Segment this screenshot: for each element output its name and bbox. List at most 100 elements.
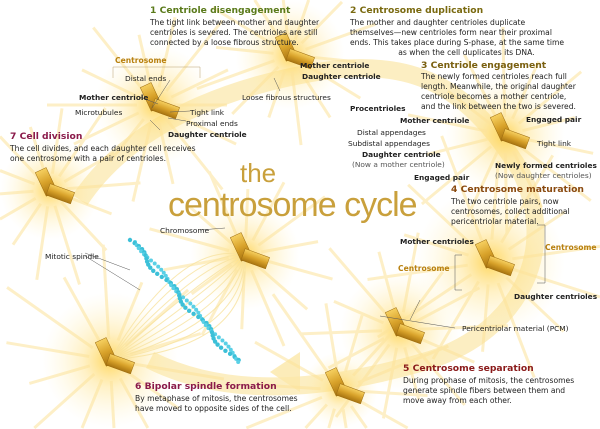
centriole-pair	[34, 167, 75, 205]
microtubule	[118, 377, 150, 429]
microtubule	[512, 244, 600, 261]
step-2-body: The mother and daughter centrioles dupli…	[350, 18, 565, 57]
centriole-pair	[489, 112, 530, 150]
chromosome-bead	[216, 335, 221, 340]
chromosome-bead	[196, 314, 201, 320]
microtubule	[130, 361, 225, 381]
microtubule	[303, 62, 362, 100]
microtubule	[415, 335, 475, 364]
spindle-fiber	[109, 254, 246, 361]
step-4-body: The two centriole pairs, now centrosomes…	[451, 197, 570, 226]
microtubule	[251, 181, 286, 242]
microtubule	[507, 210, 566, 251]
step-5-body: During prophase of mitosis, the centroso…	[403, 376, 575, 405]
microtubule	[262, 383, 321, 391]
microtubule	[500, 154, 555, 244]
microtubule	[401, 232, 420, 313]
microtubule	[188, 205, 234, 246]
step-3-heading: 3 Centriole engagement	[421, 60, 547, 71]
microtubule	[129, 332, 202, 356]
microtubule	[157, 16, 177, 88]
microtubule	[466, 150, 499, 218]
microtubule	[231, 65, 280, 115]
daughter-centriole-icon	[485, 255, 515, 277]
microtubule	[257, 195, 326, 247]
chromosome-bead	[136, 246, 141, 251]
chromosome-bead	[152, 261, 157, 266]
chromosome-bead	[180, 302, 185, 307]
microtubule	[60, 201, 108, 252]
chromosome-bead	[151, 268, 156, 273]
microtubule	[64, 194, 113, 216]
daughter-centriole-icon	[105, 353, 135, 375]
microtubule	[58, 107, 107, 178]
microtubule	[510, 267, 600, 299]
microtubule	[490, 160, 500, 240]
centriole-pair	[229, 232, 270, 270]
diagram-title: centrosome cycle	[168, 186, 418, 224]
microtubule	[50, 108, 64, 174]
microtubule	[344, 314, 364, 372]
microtubule	[333, 299, 385, 325]
microtubule	[517, 70, 583, 125]
centriole-pair	[94, 337, 135, 375]
microtubule	[297, 68, 332, 119]
microtubule	[357, 344, 449, 385]
microtubule	[356, 398, 409, 429]
microtubule	[63, 151, 115, 183]
microtubule	[80, 378, 104, 429]
microtubule	[501, 26, 507, 118]
daughter-centriole-label-3: Daughter centriole	[362, 150, 441, 159]
mother-centriole-label-3: Mother centriole	[400, 116, 470, 125]
microtubule	[446, 90, 492, 126]
microtubule	[245, 395, 323, 429]
daughter-centriole-icon	[45, 183, 75, 205]
centrosome-label-1: Centrosome	[115, 56, 167, 65]
tight-link-label-2: Tight link	[537, 139, 572, 148]
microtubule	[304, 403, 329, 429]
microtubule	[440, 135, 484, 242]
chromosome-bead	[159, 274, 164, 280]
diagram-title-the: the	[240, 158, 277, 188]
microtubule	[300, 0, 344, 45]
chromosome-bead	[139, 249, 144, 254]
chromosome-bead	[183, 305, 188, 310]
microtubule	[403, 346, 421, 400]
microtubule	[271, 293, 331, 375]
chromosome-bead	[236, 360, 241, 364]
microtubule	[253, 0, 283, 42]
loose-fibrous-label: Loose fibrous structures	[242, 93, 331, 102]
chromosome-bead	[223, 348, 228, 353]
microtubule	[260, 257, 333, 281]
spindle-fiber	[109, 254, 246, 361]
engaged-pair-label-1: Engaged pair	[526, 115, 582, 124]
centriole-pair	[384, 307, 425, 345]
microtubule	[522, 116, 576, 133]
microtubule	[381, 347, 399, 419]
microtubule	[327, 408, 336, 429]
distal-appendages-label: Distal appendages	[357, 128, 426, 137]
microtubule	[215, 45, 274, 55]
daughter-centriole-label-1: Daughter centriole	[168, 130, 247, 139]
microtubule	[196, 59, 275, 91]
microtubule	[377, 251, 397, 314]
subdistal-appendages-label: Subdistal appendages	[348, 139, 430, 148]
spindle-fiber	[109, 254, 246, 361]
chromosome-label: Chromosome	[160, 226, 210, 235]
microtubule	[28, 126, 47, 175]
microtubule	[131, 122, 153, 202]
step-6-heading: 6 Bipolar spindle formation	[135, 381, 277, 392]
newly-formed-label: Newly formed centrioles	[495, 161, 597, 170]
microtubule	[301, 329, 383, 336]
microtubule	[116, 281, 144, 342]
chromosome-bead	[223, 341, 228, 346]
chromosome-bead	[161, 270, 166, 275]
microtubule	[149, 227, 230, 253]
now-mother-label: (Now a mother centriole)	[352, 160, 445, 169]
microtubule	[496, 282, 536, 379]
microtubule	[522, 137, 594, 155]
microtubule	[349, 405, 368, 429]
microtubule	[290, 71, 303, 146]
daughter-centriole-label-2: Daughter centriole	[302, 72, 381, 81]
